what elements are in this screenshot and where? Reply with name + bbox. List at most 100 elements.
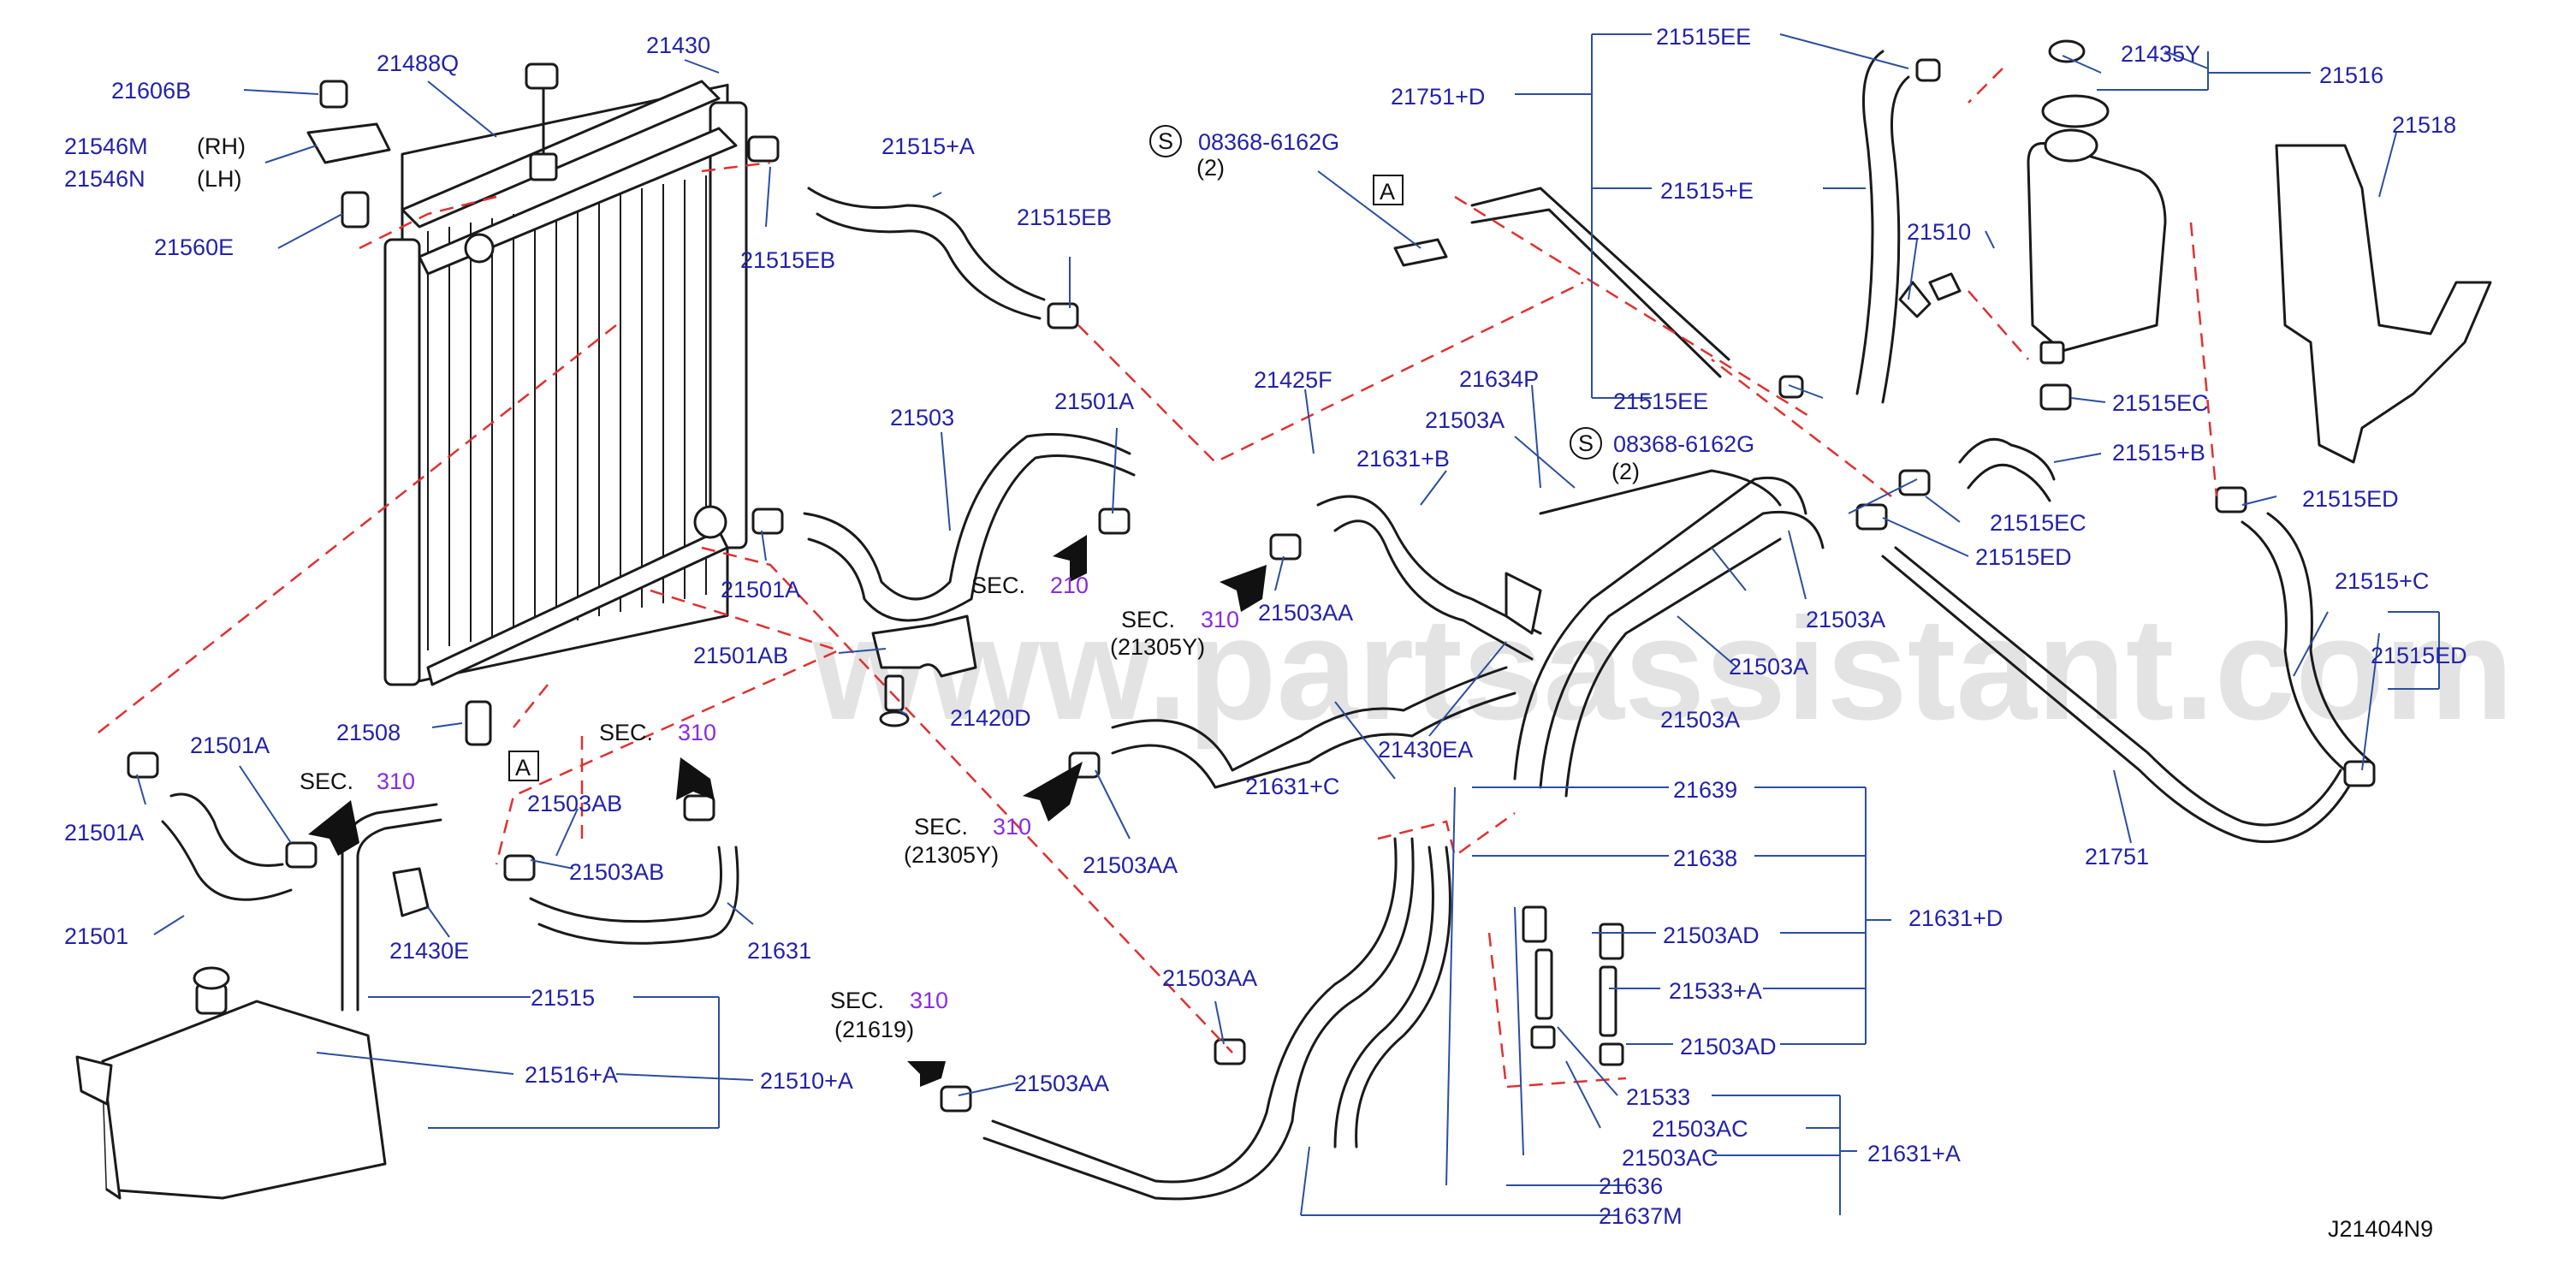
label-21503AA-c: 21503AA <box>1162 965 1257 991</box>
label-21503AC-a: 21503AC <box>1652 1116 1748 1142</box>
heater-hoses-lower <box>982 837 1451 1201</box>
label-21501: 21501 <box>64 923 128 949</box>
label-21501A-c: 21501A <box>190 733 270 758</box>
svg-text:SEC.: SEC. <box>830 988 884 1013</box>
label-21430E: 21430E <box>389 938 469 964</box>
clip-21430e <box>392 867 430 917</box>
lower-radiator-hose <box>803 433 1136 622</box>
label-21631pD: 21631+D <box>1908 905 2003 931</box>
label-21515EC-b: 21515EC <box>1990 510 2086 536</box>
reservoir-tank <box>75 966 387 1200</box>
svg-text:310: 310 <box>993 814 1031 840</box>
hose-21515e <box>1855 50 1910 404</box>
label-21425F: 21425F <box>1254 367 1333 393</box>
leader-lines <box>136 33 2440 1216</box>
part-labels: 21606B 21488Q 21430 21546M (RH) 21546N (… <box>64 24 2467 1242</box>
label-21430: 21430 <box>646 33 710 58</box>
label-21515ED-a: 21515ED <box>1975 544 2072 570</box>
hose-clamp <box>127 58 2376 1113</box>
label-21636: 21636 <box>1599 1173 1663 1199</box>
label-21515pC: 21515+C <box>2335 568 2429 594</box>
bracket-21518 <box>2275 144 2492 464</box>
svg-text:A: A <box>515 755 531 780</box>
svg-text:(21305Y): (21305Y) <box>904 842 999 868</box>
reservoir-tank-upper <box>2027 128 2167 365</box>
label-21546M: 21546M <box>64 134 148 159</box>
label-qty-a: (2) <box>1196 155 1225 181</box>
label-21503AC-b: 21503AC <box>1622 1145 1718 1171</box>
label-21510pA: 21510+A <box>760 1068 853 1094</box>
label-21751: 21751 <box>2085 844 2149 869</box>
label-21503: 21503 <box>890 405 954 430</box>
label-21639: 21639 <box>1673 777 1737 803</box>
svg-text:SEC.: SEC. <box>914 814 968 840</box>
pipe-21751 <box>1881 546 2355 844</box>
svg-text:S: S <box>1158 128 1173 154</box>
label-08368-b: 08368-6162G <box>1613 431 1754 457</box>
label-rh: (RH) <box>197 134 246 159</box>
label-21533pA: 21533+A <box>1669 978 1762 1004</box>
dashed-connection-lines <box>93 68 2218 1089</box>
label-21503A-b: 21503A <box>1806 607 1885 632</box>
svg-text:210: 210 <box>1050 573 1089 598</box>
label-21515pB: 21515+B <box>2112 440 2205 466</box>
label-21503A-a: 21503A <box>1425 407 1505 433</box>
label-21435Y: 21435Y <box>2121 41 2200 67</box>
svg-text:SEC.: SEC. <box>599 720 653 745</box>
label-21503AA-d: 21503AA <box>1014 1071 1109 1096</box>
label-21503A-c: 21503A <box>1729 654 1808 680</box>
label-08368-a: 08368-6162G <box>1198 129 1339 155</box>
upper-radiator-hose <box>807 187 1046 320</box>
svg-text:SEC.: SEC. <box>971 573 1025 598</box>
label-21510: 21510 <box>1907 219 1971 245</box>
label-21631pC: 21631+C <box>1245 774 1339 799</box>
label-21508: 21508 <box>336 720 401 745</box>
label-21503AB-b: 21503AB <box>569 859 664 885</box>
heater-joint-pipes <box>1522 905 1624 1066</box>
label-21606B: 21606B <box>111 78 191 104</box>
label-21501AB: 21501AB <box>693 643 788 668</box>
diagram-code: J21404N9 <box>2328 1216 2433 1242</box>
label-21503AB-a: 21503AB <box>527 791 622 816</box>
label-21637M: 21637M <box>1599 1203 1683 1229</box>
label-21751pD: 21751+D <box>1391 84 1485 110</box>
hose-21515b <box>1958 437 2056 502</box>
label-21503AD-b: 21503AD <box>1680 1034 1777 1059</box>
mount-bush <box>306 80 391 228</box>
svg-text:SEC.: SEC. <box>300 769 353 794</box>
label-21515EB-a: 21515EB <box>740 247 835 273</box>
section-reference: SEC. 210 SEC. 310 (21305Y) SEC. 310 SEC.… <box>300 573 1239 1042</box>
label-21503A-d: 21503A <box>1660 707 1740 733</box>
watermark: www.partsassistant.com <box>812 588 2514 751</box>
svg-text:310: 310 <box>377 769 415 794</box>
label-21631pB: 21631+B <box>1356 446 1450 472</box>
svg-text:SEC.: SEC. <box>1121 607 1175 632</box>
label-21488Q: 21488Q <box>377 50 459 76</box>
label-21515ED-c: 21515ED <box>2371 643 2467 668</box>
radiator-cap <box>525 62 559 181</box>
svg-text:(21305Y): (21305Y) <box>1110 634 1205 660</box>
label-21515EE-a: 21515EE <box>1656 24 1751 50</box>
svg-text:(21619): (21619) <box>834 1017 914 1042</box>
label-21533: 21533 <box>1626 1084 1690 1110</box>
bolt-symbol-s: S S <box>1149 125 1602 460</box>
radiator-seal <box>401 80 721 228</box>
label-21420D: 21420D <box>950 705 1031 731</box>
bolt <box>1393 238 1962 318</box>
radiator <box>383 83 748 686</box>
label-21631pA: 21631+A <box>1867 1141 1961 1166</box>
svg-text:310: 310 <box>1201 607 1239 632</box>
label-21515EE-b: 21515EE <box>1613 389 1708 414</box>
svg-text:310: 310 <box>910 988 948 1013</box>
clip-21430ea <box>1505 572 1542 635</box>
label-21501A-b: 21501A <box>721 577 800 602</box>
label-21515pA: 21515+A <box>881 134 975 159</box>
label-21516: 21516 <box>2319 62 2383 88</box>
pipe-21751d <box>1470 187 1730 378</box>
label-21515EB-b: 21515EB <box>1017 205 1112 230</box>
label-21515EC-a: 21515EC <box>2112 390 2209 416</box>
heater-hose-21631b <box>1316 495 1542 661</box>
label-21430EA: 21430EA <box>1378 737 1473 763</box>
reservoir-cap <box>2041 39 2110 128</box>
